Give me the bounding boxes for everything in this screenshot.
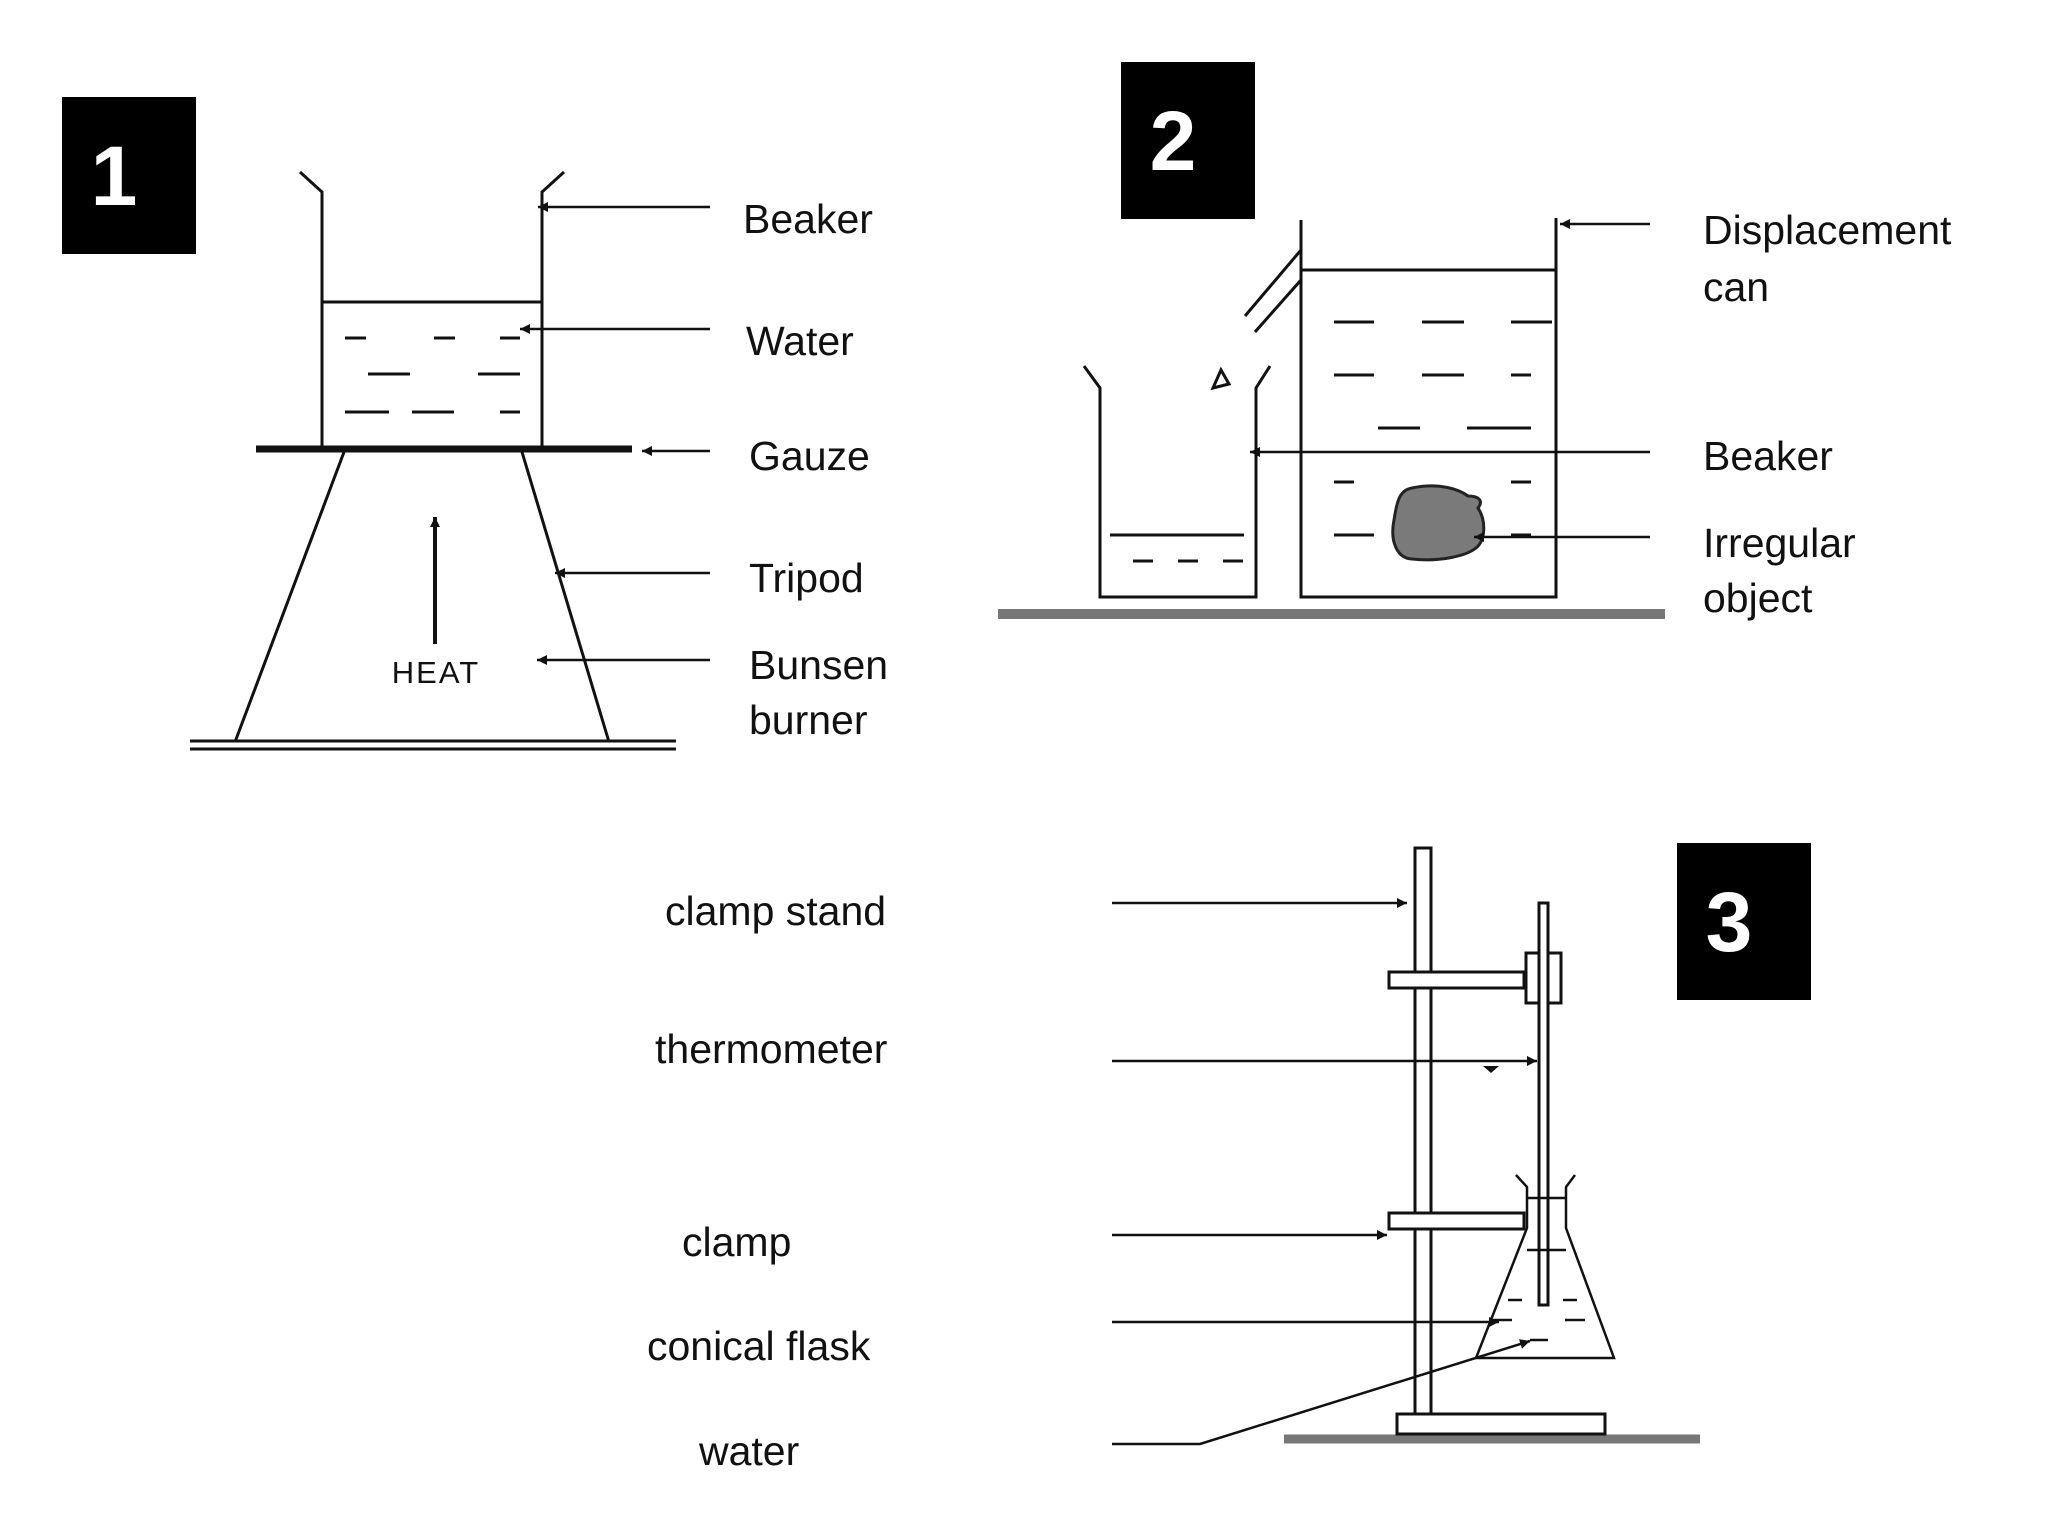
panel-3-number: 3 [1706,875,1753,969]
panel-1-beaker [298,170,566,450]
panel-2-beaker-label: Beaker [1703,433,1833,479]
panel-3-clamp-label: clamp [682,1219,791,1265]
panel-3-thermometer-mark [1483,1066,1499,1073]
panel-2-irregular-label-line-2: object [1703,575,1813,621]
panel-3-lower-clamp-arm [1387,1211,1526,1231]
panel-2-number: 2 [1150,94,1197,188]
panel-3-number-box [1677,843,1811,1000]
panel-2-can-water-dashes [1334,320,1552,537]
panel-2-number-box [1121,62,1255,219]
panel-2-irregular-object [1391,484,1486,562]
panel-3-stand-base [1395,1412,1607,1436]
panel-2-irregular-label-line-1: Irregular [1703,520,1856,566]
panel-3-conical-flask [1474,1174,1616,1360]
panel-1-tripod-right-leg [520,451,611,743]
panel-3-thermometer-label: thermometer [655,1026,887,1072]
panel-2-displacement-can [1299,218,1558,599]
panel-3: 3 clamp stand [647,843,1811,1474]
panel-1-water-dashes [345,336,520,414]
panel-1-gauze-label: Gauze [749,433,870,479]
panel-2-water-drop [1210,366,1232,391]
panel-1: 1 HEAT Beaker W [62,97,888,751]
panel-3-clamp-stand-rod [1413,846,1433,1416]
panel-1-number-box [62,97,196,254]
panel-2-beaker [1082,365,1272,599]
panel-2-displacement-label-line-1: Displacement [1703,207,1952,253]
panel-3-water-pointer [1112,1339,1531,1446]
panel-1-water-label: Water [746,318,854,364]
panel-3-thermometer [1537,901,1550,1307]
panel-2-spout-bottom [1253,279,1303,333]
panel-2-displacement-label-line-2: can [1703,264,1769,310]
panel-1-tripod-label: Tripod [749,555,864,601]
panel-2: 2 [998,62,1952,621]
panel-1-heat-label: HEAT [392,655,480,690]
panel-3-water-label: water [698,1428,799,1474]
panel-1-number: 1 [91,129,138,223]
panel-3-clamp-stand-label: clamp stand [665,888,886,934]
panel-2-spout-top [1243,249,1303,317]
panel-1-bunsen-label-line-1: Bunsen [749,642,888,688]
panel-3-conical-flask-label: conical flask [647,1323,871,1369]
panel-3-upper-clamp-arm [1387,970,1526,990]
panel-1-tripod-left-leg [233,451,346,743]
panel-1-bunsen-label-line-2: burner [749,697,868,743]
panel-1-beaker-label: Beaker [743,196,873,242]
